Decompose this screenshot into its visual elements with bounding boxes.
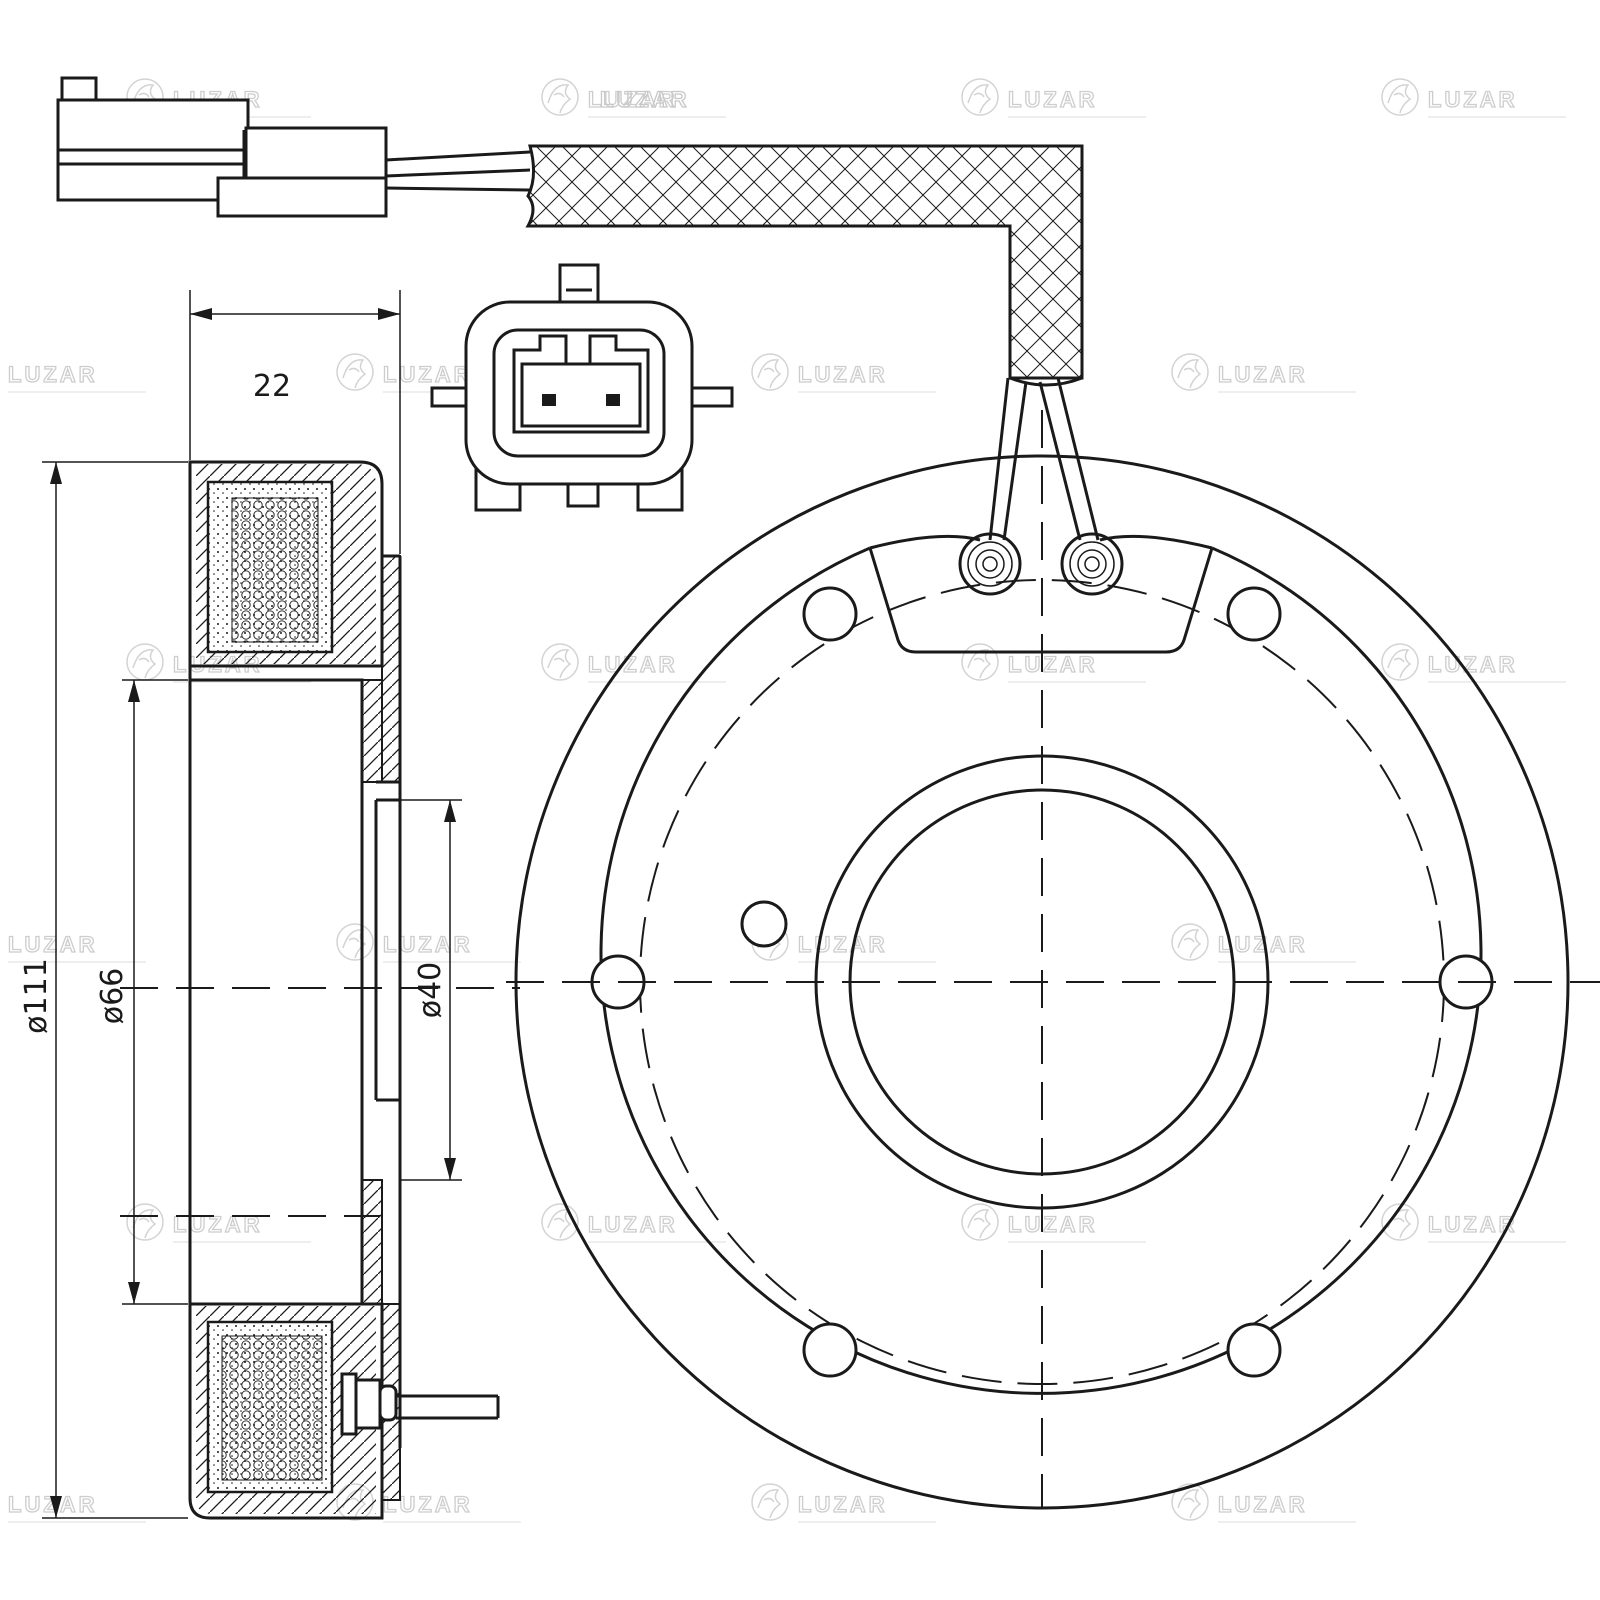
dimension-width xyxy=(189,290,401,554)
connector-face xyxy=(430,263,734,512)
dim-dia-40: ø40 xyxy=(413,962,448,1019)
watermark-layer xyxy=(0,78,1567,1523)
dim-dia-111: ø111 xyxy=(19,958,54,1034)
watermark-brand: LUZAR xyxy=(600,87,690,112)
coil-front-view xyxy=(506,410,1600,1510)
cable-sheath xyxy=(525,144,1100,541)
connector-plug-side xyxy=(56,76,531,218)
dimension-dia-66 xyxy=(122,679,188,1305)
coil-side-section xyxy=(120,460,520,1520)
dimension-dia-40 xyxy=(400,799,462,1181)
dim-width-22: 22 xyxy=(253,369,291,404)
dimension-dia-111 xyxy=(42,461,188,1519)
dim-dia-66: ø66 xyxy=(95,968,130,1025)
